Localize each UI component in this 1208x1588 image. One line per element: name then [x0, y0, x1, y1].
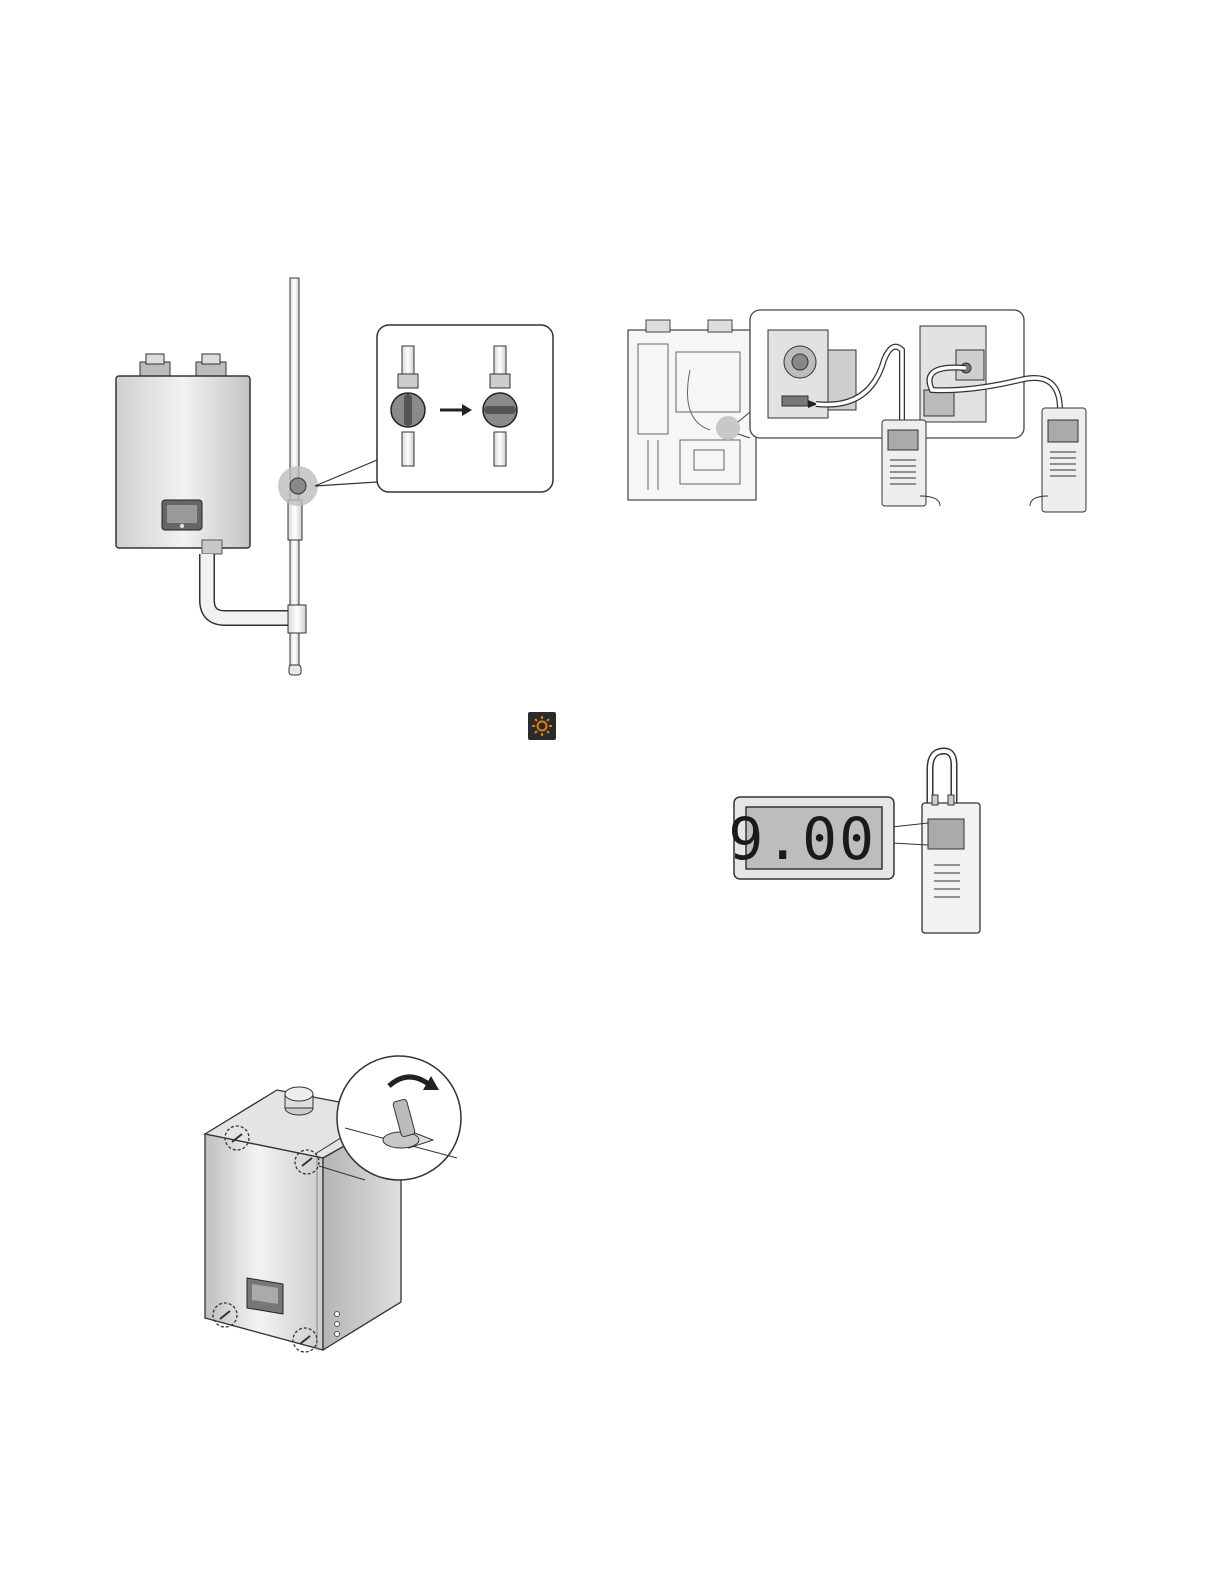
manometer-device: [922, 795, 980, 933]
pressure-readout-illustration: 9.00: [730, 745, 1000, 945]
gas-valve-highlight: [716, 416, 740, 440]
manometer-illustration: [620, 300, 1120, 530]
boiler-top-fittings: [140, 354, 226, 378]
pressure-value: 9.00: [730, 805, 876, 873]
pressure-readout-figure: 9.00: [730, 745, 1000, 945]
gas-valve-figure: [110, 270, 570, 690]
manometer-device-2: [1030, 408, 1086, 512]
gear-icon: [528, 712, 556, 740]
gas-valve-illustration: [110, 270, 570, 690]
valve-handle: [290, 478, 306, 494]
front-cover-latches-figure: [195, 1050, 475, 1365]
front-cover-illustration: [195, 1050, 475, 1365]
manometer-connection-figure: [620, 300, 1120, 530]
